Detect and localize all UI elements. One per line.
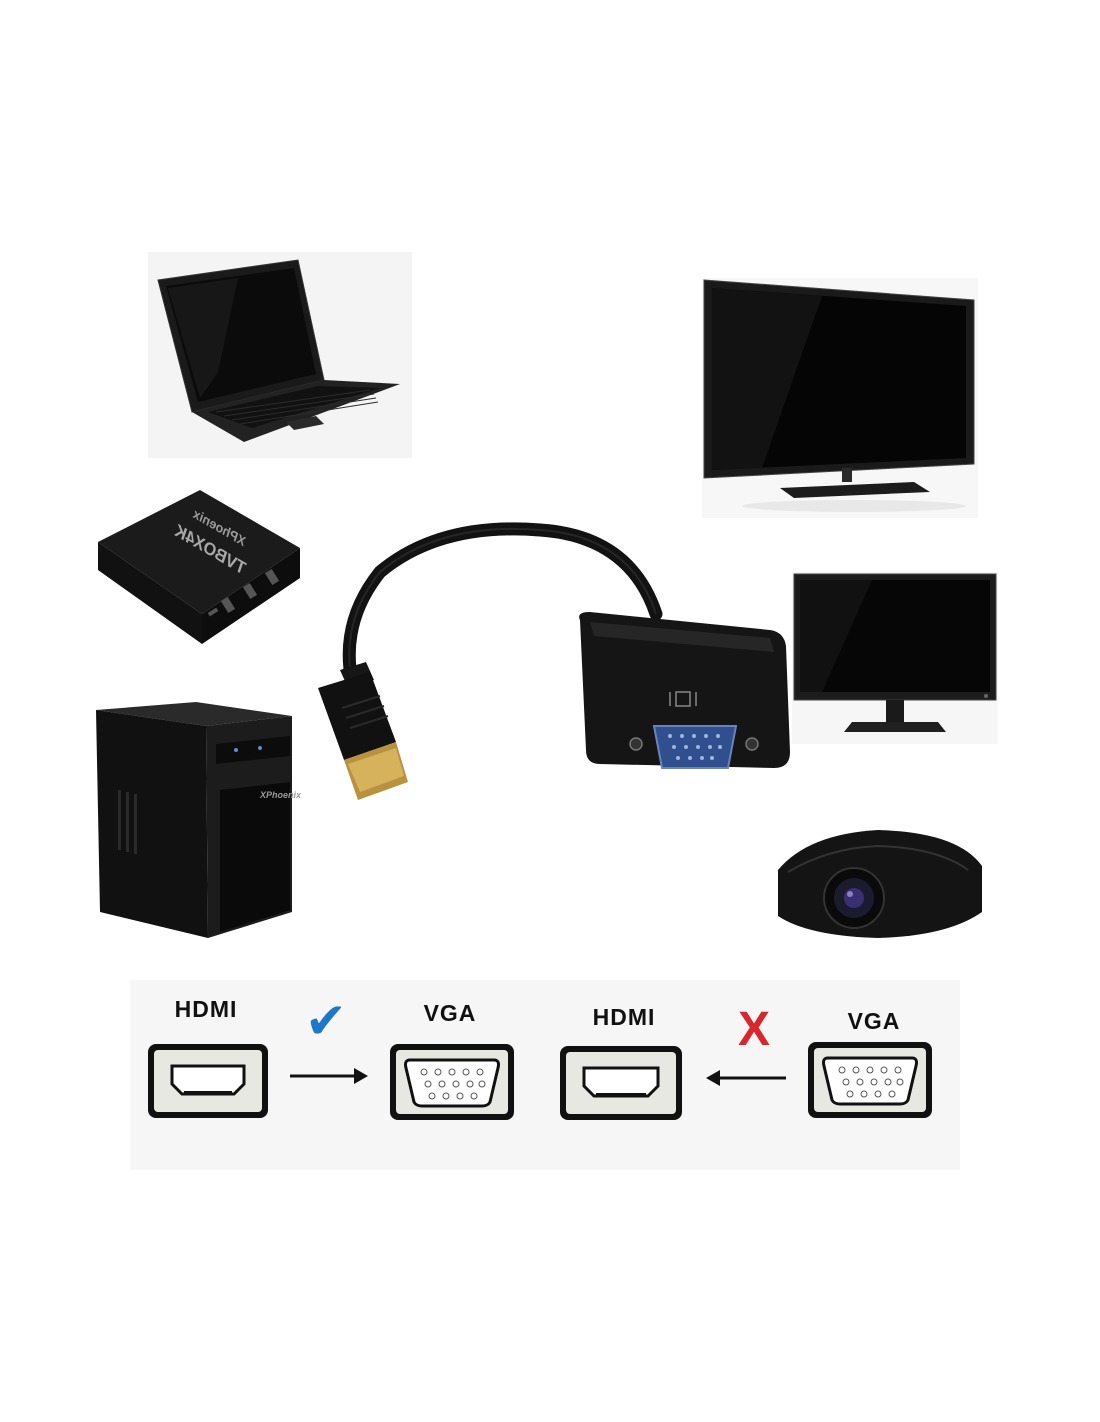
laptop-photo xyxy=(148,252,412,458)
vga-port-icon xyxy=(808,1042,932,1118)
pc-tower-brand: XPhoenix xyxy=(260,790,302,800)
hdmi-to-vga-adapter-photo xyxy=(300,512,800,812)
left-target-label: VGA xyxy=(423,1000,477,1026)
hdmi-port-icon xyxy=(560,1046,682,1120)
incompatible-x-icon: X xyxy=(737,1003,770,1056)
right-source-label: HDMI xyxy=(592,1004,656,1030)
pc-tower-photo: XPhoenix xyxy=(94,700,301,940)
tv-box-photo: XPhoenix TVBOX4K xyxy=(90,486,308,646)
vga-port-icon xyxy=(390,1044,514,1120)
arrow-right-icon xyxy=(290,1068,368,1084)
left-source-label: HDMI xyxy=(174,996,238,1022)
projector-photo xyxy=(768,826,990,940)
monitor-photo xyxy=(792,572,998,744)
arrow-left-icon xyxy=(706,1070,786,1086)
compatible-check-icon: ✔ xyxy=(305,992,347,1050)
right-target-label: VGA xyxy=(847,1008,901,1034)
connection-diagram: HDMI VGA HDMI VGA ✔ X xyxy=(130,980,960,1170)
tv-photo xyxy=(702,278,978,518)
hdmi-port-icon xyxy=(148,1044,268,1118)
